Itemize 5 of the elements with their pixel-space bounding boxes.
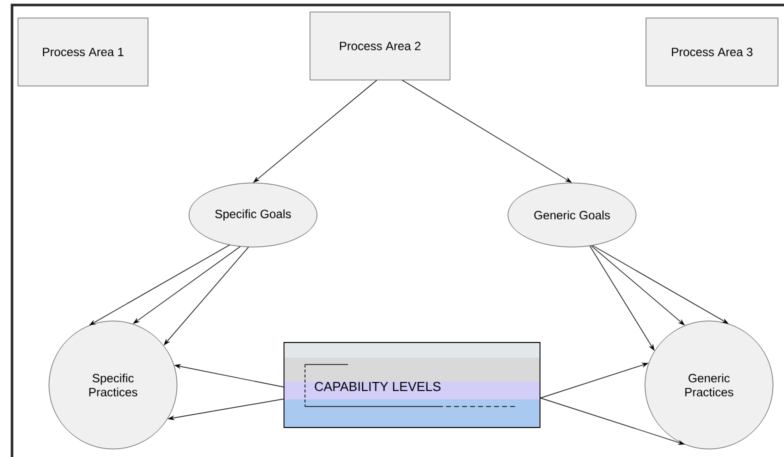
arrow (164, 246, 249, 346)
process-area-box: Process Area 1 (18, 18, 148, 86)
process-area-box: Process Area 2 (310, 12, 450, 80)
capability-levels-box: CAPABILITY LEVELS (284, 342, 540, 428)
process-area-box: Process Area 3 (646, 18, 778, 86)
